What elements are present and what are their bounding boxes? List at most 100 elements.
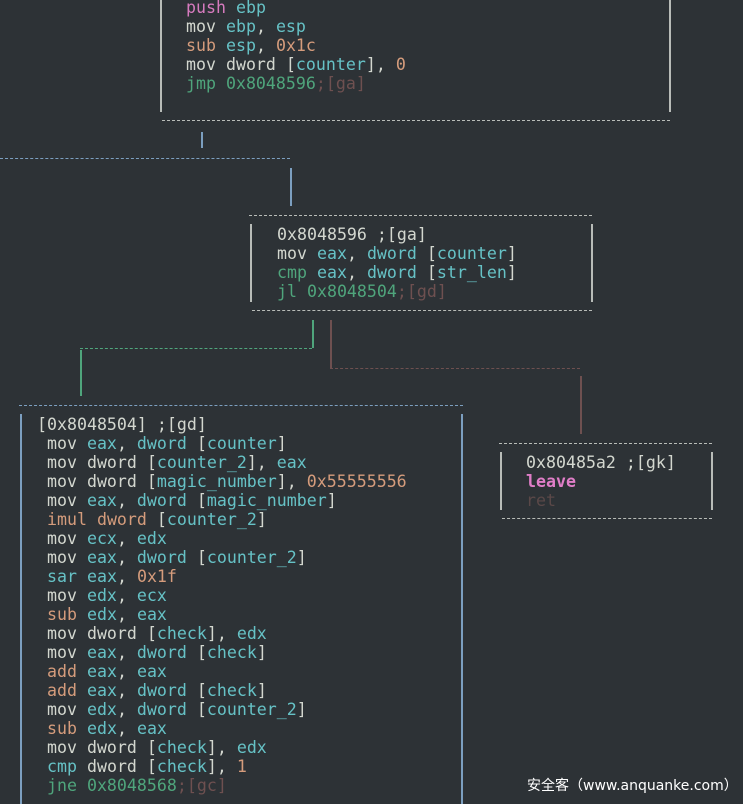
instruction-line[interactable]: sar eax, 0x1f xyxy=(37,567,407,586)
instruction-line[interactable]: mov edx, ecx xyxy=(37,586,407,605)
code-token: 0x55555556 xyxy=(306,471,407,491)
code-token: add xyxy=(47,680,77,700)
code-token: , xyxy=(116,547,137,567)
code-token xyxy=(37,681,47,700)
code-token: ;[gc] xyxy=(176,775,227,795)
code-token: , xyxy=(255,35,276,55)
code-token: ], xyxy=(276,471,307,491)
instruction-line[interactable]: mov ecx, edx xyxy=(37,529,407,548)
code-token: [ xyxy=(186,547,207,567)
instruction-line[interactable]: mov eax, dword [magic_number] xyxy=(37,491,407,510)
instruction-line[interactable]: mov eax, dword [counter_2] xyxy=(37,548,407,567)
instruction-line[interactable]: cmp dword [check], 1 xyxy=(37,757,407,776)
instruction-line[interactable]: mov ebp, esp xyxy=(186,17,406,36)
code-token: ;[ga] xyxy=(315,73,366,93)
edge-entry-ga xyxy=(201,132,203,148)
code-token: mov dword [ xyxy=(37,737,157,757)
instruction-line[interactable]: mov dword [counter], 0 xyxy=(186,55,406,74)
gd-block-top-border xyxy=(19,405,463,406)
instruction-line[interactable]: mov dword [check], edx xyxy=(37,624,407,643)
code-token: edx xyxy=(236,623,267,643)
code-token: , xyxy=(116,718,137,738)
code-token: mov xyxy=(186,16,226,36)
instruction-line[interactable]: sub esp, 0x1c xyxy=(186,36,406,55)
code-token xyxy=(37,605,47,624)
instruction-line[interactable]: [0x8048504] ;[gd] xyxy=(37,415,407,434)
code-token: [ xyxy=(416,262,437,282)
code-token: add xyxy=(47,661,77,681)
code-token: , xyxy=(255,16,276,36)
code-token: counter_2 xyxy=(206,699,297,719)
instruction-line[interactable]: push ebp xyxy=(186,0,406,17)
code-token: mov dword [ xyxy=(186,54,296,74)
code-token: check xyxy=(206,680,257,700)
edge-entry-ga-horizontal xyxy=(0,158,290,159)
entry-block-left-border xyxy=(160,0,162,112)
code-token xyxy=(77,567,87,586)
instruction-line[interactable]: 0x8048596 ;[ga] xyxy=(277,225,517,244)
edge-ga-gk-false xyxy=(330,320,332,368)
code-token: 1 xyxy=(236,756,247,776)
code-token: eax xyxy=(276,452,307,472)
gd-block-code[interactable]: [0x8048504] ;[gd] mov eax, dword [counte… xyxy=(37,415,407,795)
instruction-line[interactable]: jne 0x8048568;[gc] xyxy=(37,776,407,795)
code-token: imul dword xyxy=(47,509,147,529)
instruction-line[interactable]: sub edx, eax xyxy=(37,719,407,738)
instruction-line[interactable]: mov edx, dword [counter_2] xyxy=(37,700,407,719)
instruction-line[interactable]: mov dword [counter_2], eax xyxy=(37,453,407,472)
code-token xyxy=(37,510,47,529)
code-token xyxy=(226,0,236,17)
code-token: counter xyxy=(295,54,366,74)
code-token: esp xyxy=(275,16,306,36)
code-token: , xyxy=(116,642,137,662)
instruction-line[interactable]: add eax, dword [check] xyxy=(37,681,407,700)
code-token: dword xyxy=(136,680,187,700)
gk-block-bottom-border xyxy=(502,518,712,519)
code-token: dword xyxy=(136,699,187,719)
instruction-line[interactable]: mov dword [check], edx xyxy=(37,738,407,757)
instruction-line[interactable]: leave xyxy=(526,472,676,491)
instruction-line[interactable]: 0x80485a2 ;[gk] xyxy=(526,453,676,472)
edge-ga-gk-horizontal xyxy=(330,368,580,369)
code-token: ] xyxy=(256,642,267,662)
gk-block-top-border xyxy=(499,443,712,444)
code-token: dword xyxy=(136,490,187,510)
code-token: eax xyxy=(86,490,117,510)
code-token: , xyxy=(116,566,137,586)
code-token: ], xyxy=(206,623,237,643)
instruction-line[interactable]: jl 0x8048504;[gd] xyxy=(277,282,517,301)
code-token: cmp xyxy=(277,262,307,282)
code-token: 0x1f xyxy=(136,566,177,586)
instruction-line[interactable]: cmp eax, dword [str_len] xyxy=(277,263,517,282)
instruction-line[interactable]: mov dword [magic_number], 0x55555556 xyxy=(37,472,407,491)
ga-block-top-border xyxy=(249,215,592,216)
code-token: ] xyxy=(506,243,517,263)
code-token: counter_2 xyxy=(156,452,247,472)
code-token: mov xyxy=(37,433,87,453)
code-token: ] xyxy=(506,262,517,282)
instruction-line[interactable]: sub edx, eax xyxy=(37,605,407,624)
code-token: sub xyxy=(47,718,77,738)
code-token: 0x8048596 ;[ga] xyxy=(277,224,427,244)
code-token: counter xyxy=(206,433,277,453)
code-token: , xyxy=(116,585,137,605)
instruction-line[interactable]: ret xyxy=(526,491,676,510)
entry-block-right-border xyxy=(669,0,671,112)
ga-block-code[interactable]: 0x8048596 ;[ga]mov eax, dword [counter]c… xyxy=(277,225,517,301)
instruction-line[interactable]: mov eax, dword [counter] xyxy=(277,244,517,263)
instruction-line[interactable]: mov eax, dword [counter] xyxy=(37,434,407,453)
instruction-line[interactable]: imul dword [counter_2] xyxy=(37,510,407,529)
code-token: eax xyxy=(86,547,117,567)
code-token: mov xyxy=(37,528,87,548)
code-token: edx xyxy=(86,718,117,738)
code-token: edx xyxy=(136,528,167,548)
instruction-line[interactable]: jmp 0x8048596;[ga] xyxy=(186,74,406,93)
instruction-line[interactable]: add eax, eax xyxy=(37,662,407,681)
instruction-line[interactable]: mov eax, dword [check] xyxy=(37,643,407,662)
code-token: sub xyxy=(47,604,77,624)
edge-entry-ga-down xyxy=(290,168,292,206)
code-token: mov xyxy=(37,585,87,605)
code-token: , xyxy=(116,604,137,624)
